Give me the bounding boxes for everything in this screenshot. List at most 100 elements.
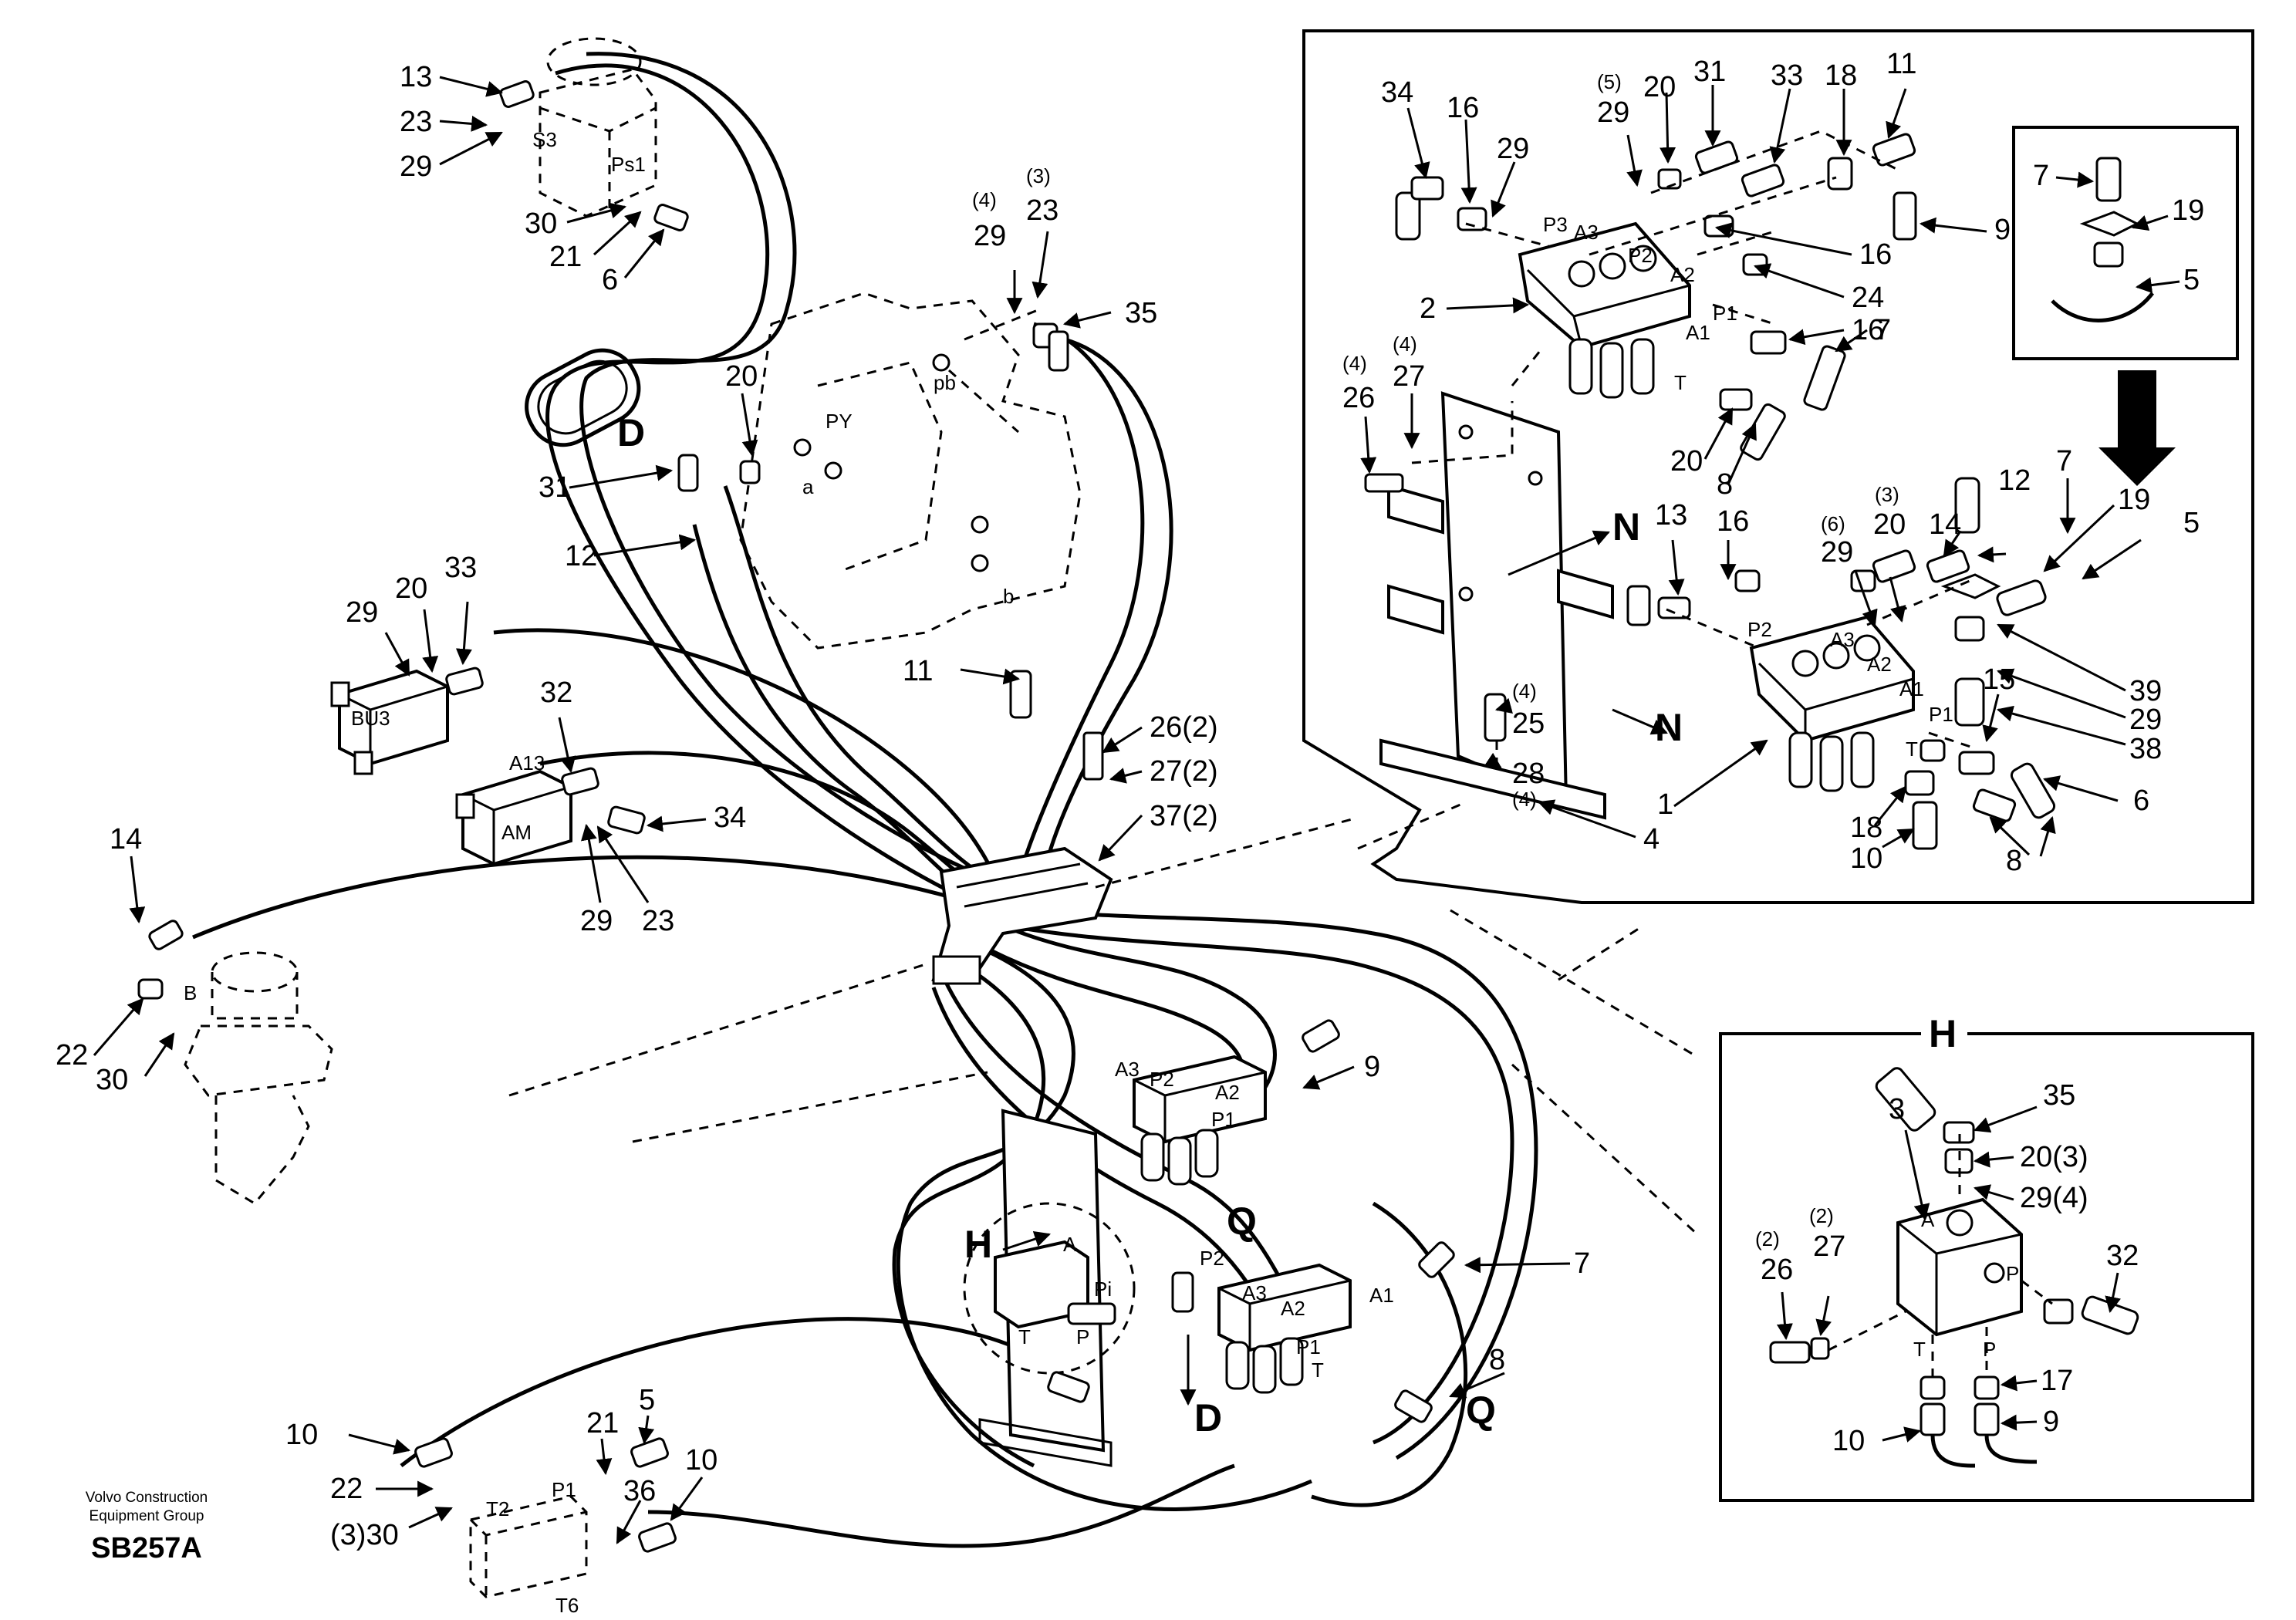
detail-h-dashed [1828, 1134, 2053, 1377]
joystick: B [184, 951, 333, 1205]
detail-label-q5: (5) [1597, 70, 1622, 93]
label-p2: P2 [1150, 1068, 1174, 1091]
label-35: 35 [1125, 297, 1157, 329]
label-d-loop: D [617, 411, 645, 454]
detail-label-16: 16 [1447, 92, 1479, 124]
detail-label-2: 2 [1420, 292, 1436, 325]
detail-label-15: 15 [1983, 663, 2015, 696]
detail-label-7-b: 7 [2056, 445, 2072, 478]
detail-label-p2: P2 [1628, 244, 1653, 267]
label-q-lower: Q [1466, 1389, 1496, 1432]
label-d-lower: D [1194, 1396, 1222, 1439]
detail-label-20-b: 20 [1670, 445, 1703, 478]
detail-label-q4-c: (4) [1512, 680, 1537, 703]
label-37-2: 37(2) [1150, 800, 1218, 832]
main-labels: 13 23 29 30 21 6 (4) 29 (3) 23 35 20 D 3… [56, 61, 1590, 1551]
detail-label-38: 38 [2129, 733, 2162, 765]
detail-label-19: 19 [2118, 484, 2150, 516]
detail-h-port-p: P [1983, 1338, 1996, 1361]
detail-label-8-b: 8 [2006, 845, 2022, 877]
label-29-d: 29 [580, 905, 613, 937]
label-t-lower: T [1312, 1358, 1324, 1382]
label-a3-lower: A3 [1242, 1281, 1267, 1304]
detail-label-5-inset: 5 [2183, 264, 2200, 296]
label-port-p-h: P [1076, 1325, 1089, 1348]
detail-label-q6: (6) [1821, 512, 1845, 535]
detail-label-t-b: T [1906, 737, 1918, 761]
detail-h-labels: 35 3 20(3) 29(4) 32 (2) 26 (2) 27 17 10 … [1755, 1079, 2139, 1457]
detail-dashed-lines [1411, 130, 1976, 771]
brand-line-2: Equipment Group [89, 1508, 204, 1524]
label-q4: (4) [972, 188, 997, 211]
detail-label-4: 4 [1643, 823, 1660, 856]
detail-label-14: 14 [1929, 508, 1961, 541]
brand-line-1: Volvo Construction [85, 1490, 208, 1506]
detail-label-6: 6 [2133, 785, 2149, 817]
inset-fitting: 7 19 5 [2033, 157, 2204, 322]
label-32: 32 [540, 677, 572, 709]
detail-label-28: 28 [1512, 758, 1545, 790]
valve-bu3: BU3 [330, 669, 449, 775]
detail-h-title-bg [1921, 1017, 1967, 1052]
detail-label-5: 5 [2183, 507, 2200, 539]
detail-h-label-9: 9 [2043, 1406, 2059, 1438]
detail-label-16-b: 16 [1859, 238, 1892, 271]
detail-fittings [1364, 133, 2056, 850]
label-33: 33 [444, 552, 477, 584]
detail-label-16-c: 16 [1852, 314, 1884, 346]
detail-label-19-inset: 19 [2172, 194, 2204, 227]
label-p1-lower: P1 [1296, 1335, 1321, 1358]
label-10: 10 [285, 1419, 318, 1451]
detail-label-q4-b: (4) [1393, 332, 1417, 356]
bracket-plate-4 [1379, 391, 1614, 820]
label-p1-t2: P1 [552, 1478, 576, 1501]
label-am: AM [501, 821, 532, 844]
detail-h-label-20: 20(3) [2020, 1141, 2088, 1173]
detail-h-fittings [1769, 1067, 2139, 1468]
detail-label-n-upper: N [1612, 505, 1640, 548]
main-control-valve: pb PY a b [739, 292, 1082, 650]
label-23: 23 [400, 106, 432, 138]
label-23-c: 23 [642, 905, 674, 937]
inset-arrow [2098, 370, 2176, 486]
label-q3: (3) [1026, 164, 1051, 187]
detail-label-q4-a: (4) [1342, 352, 1367, 375]
hose-loop-d [525, 348, 641, 447]
hose-fittings [137, 80, 1455, 1553]
detail-label-a3: A3 [1574, 221, 1599, 244]
detail-label-a2-b: A2 [1867, 653, 1892, 676]
label-port-a-h: A [1063, 1233, 1077, 1256]
label-12: 12 [565, 540, 597, 572]
label-a3: A3 [1115, 1058, 1140, 1081]
label-pb: pb [934, 371, 956, 394]
detail-leader-arrows [1360, 85, 2142, 857]
label-29-c: 29 [346, 596, 378, 629]
detail-label-20-c: 20 [1873, 508, 1906, 541]
detail-label-7-inset: 7 [2033, 160, 2049, 192]
label-q-upper: Q [1227, 1200, 1257, 1243]
label-30-c: (3)30 [330, 1519, 399, 1551]
detail-h-label-27: 27 [1813, 1230, 1845, 1263]
detail-label-29: 29 [1497, 133, 1529, 165]
label-29: 29 [400, 150, 432, 183]
label-13: 13 [400, 61, 432, 93]
detail-label-25: 25 [1512, 707, 1545, 740]
detail-label-10: 10 [1850, 842, 1882, 875]
detail-label-29-c: 29 [1821, 536, 1853, 569]
detail-label-33: 33 [1771, 59, 1803, 92]
label-36: 36 [623, 1475, 656, 1507]
detail-h-box: H A Pi T P [1719, 1012, 2254, 1502]
detail-label-q3: (3) [1875, 483, 1899, 506]
detail-h-title: H [1929, 1012, 1957, 1055]
label-t6: T6 [555, 1594, 579, 1617]
detail-label-7: 7 [1875, 314, 1891, 346]
label-7: 7 [1574, 1247, 1590, 1280]
label-ps1: Ps1 [611, 153, 646, 176]
label-bu3: BU3 [351, 707, 390, 730]
detail-h-label-26: 26 [1761, 1254, 1793, 1286]
detail-label-12: 12 [1998, 464, 2031, 497]
detail-n-labels: 34 16 29 (5) 29 20 31 33 18 11 9 16 24 1… [1342, 48, 2200, 877]
detail-label-24: 24 [1852, 282, 1884, 314]
detail-label-q4-d: (4) [1512, 788, 1537, 811]
label-s3: S3 [532, 128, 557, 151]
